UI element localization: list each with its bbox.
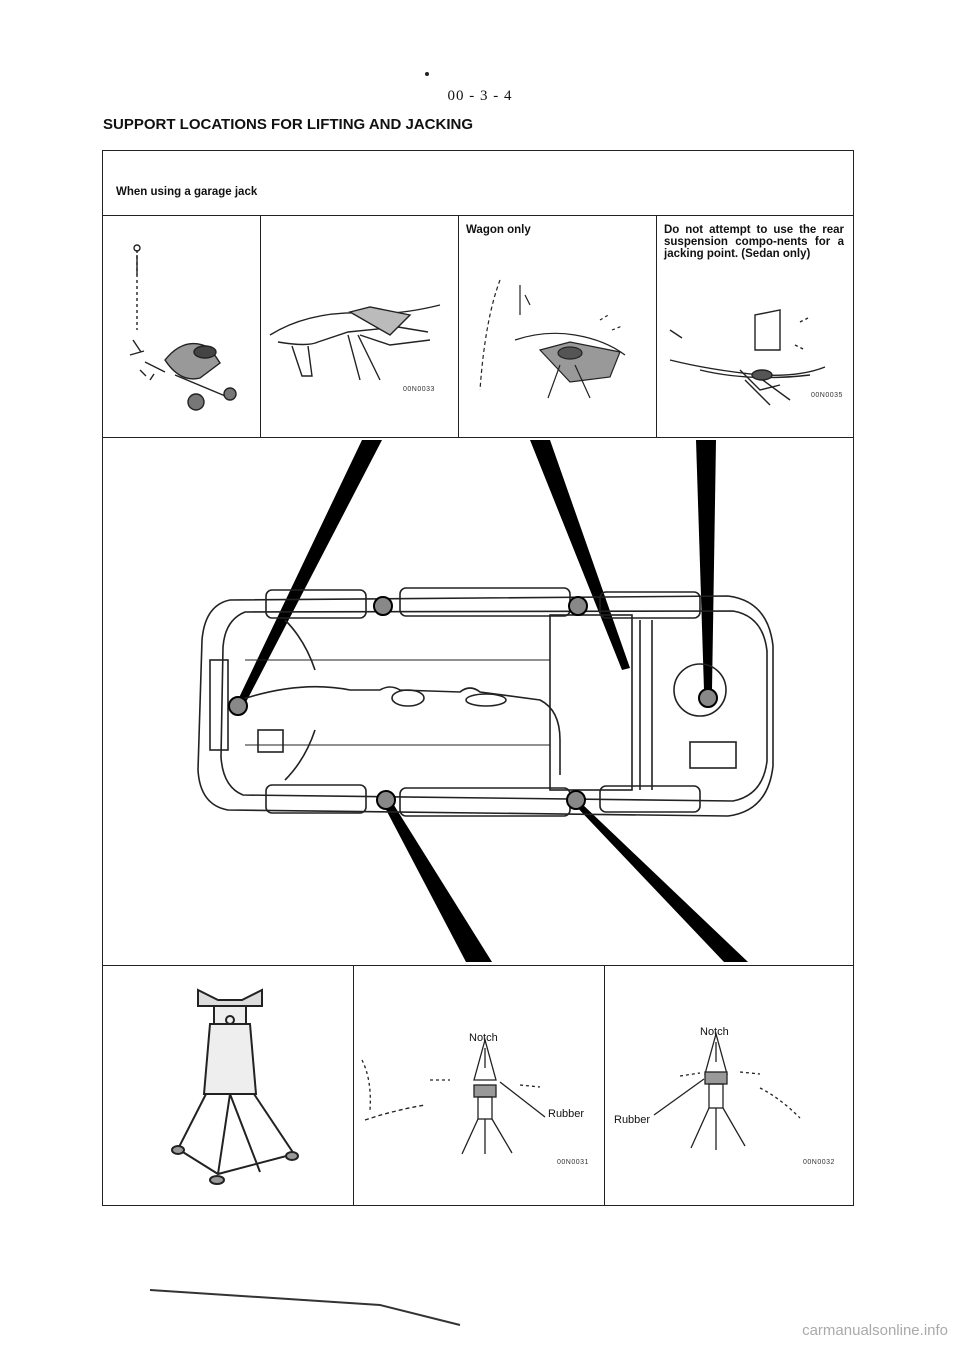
rubber-label: Rubber: [548, 1108, 585, 1120]
jack-section-heading: When using a garage jack: [116, 186, 258, 198]
divider: [102, 215, 854, 216]
figure-code: 00N0032: [803, 1159, 835, 1166]
divider: [656, 215, 657, 437]
support-point-marker: [228, 596, 718, 810]
figure-code: 00N0033: [403, 386, 435, 393]
notch-label: Notch: [700, 1026, 729, 1038]
divider: [353, 965, 354, 1206]
wagon-jack-point-illustration: [479, 279, 626, 399]
wagon-caption: Wagon only: [466, 224, 531, 236]
page-number: 00 - 3 - 4: [447, 88, 513, 104]
stand-position-illustration-right: [653, 1031, 801, 1150]
notch-label: Notch: [469, 1032, 498, 1044]
stand-position-illustration-left: [361, 1037, 546, 1155]
jack-stand-illustration: [171, 988, 299, 1185]
watermark: carmanualsonline.info: [802, 1322, 948, 1339]
divider: [102, 965, 854, 966]
divider: [604, 965, 605, 1206]
diagram-frame: [102, 150, 854, 1206]
stray-stroke: [149, 1289, 461, 1326]
vehicle-underbody-diagram: [197, 587, 774, 817]
figure-code: 00N0035: [811, 392, 843, 399]
figure-code: 00N0031: [557, 1159, 589, 1166]
divider: [102, 437, 854, 438]
sedan-jack-point-illustration: [669, 309, 826, 406]
jack-pointer-wedges: [236, 440, 748, 962]
page-title: SUPPORT LOCATIONS FOR LIFTING AND JACKIN…: [103, 116, 473, 133]
floor-jack-illustration: [129, 244, 237, 411]
divider: [458, 215, 459, 437]
divider: [260, 215, 261, 437]
sedan-caption: Do not attempt to use the rear suspensio…: [664, 224, 844, 260]
rubber-label: Rubber: [614, 1114, 651, 1126]
jack-at-sill-illustration: [269, 304, 441, 381]
